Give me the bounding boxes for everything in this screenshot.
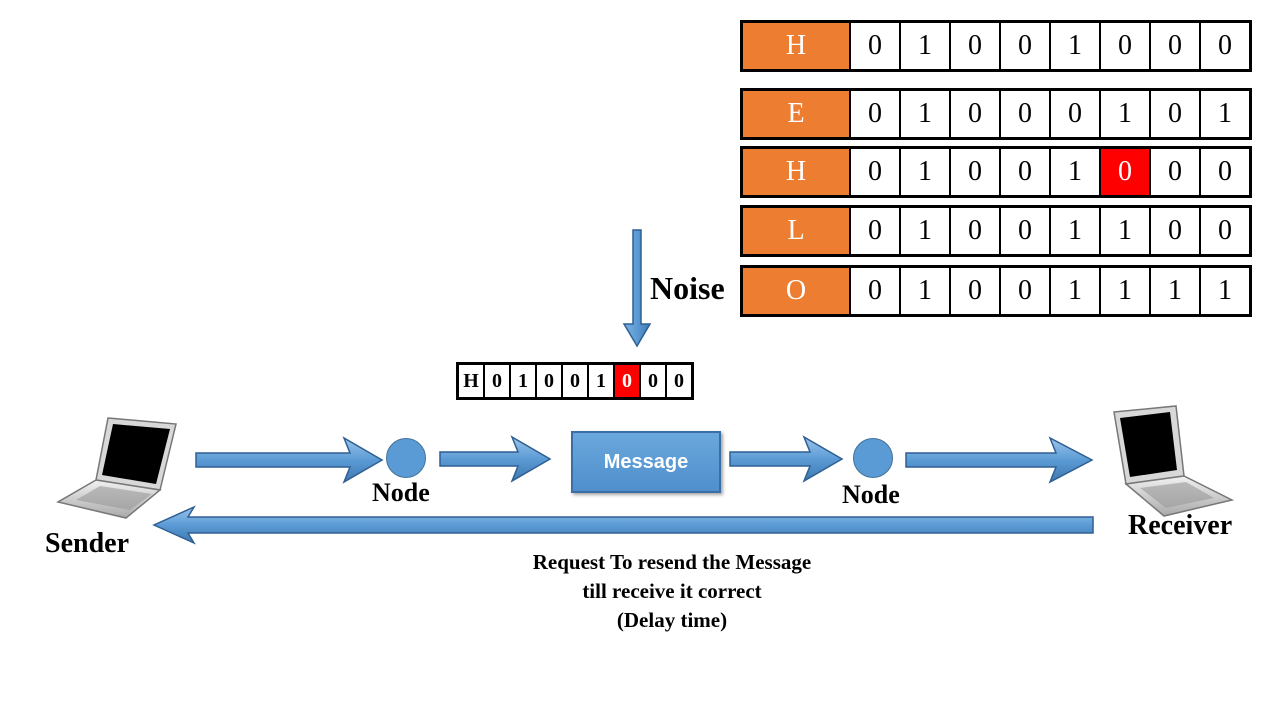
bit-cell: 0	[1149, 88, 1201, 140]
bit-cell: 1	[1199, 88, 1252, 140]
bit-cell: 0	[1099, 20, 1151, 72]
packet-bit: 0	[665, 362, 694, 400]
packet-bit: 0	[639, 362, 667, 400]
sender-label: Sender	[45, 528, 129, 559]
bit-cell: 1	[899, 146, 951, 198]
node-1-label: Node	[372, 478, 430, 507]
packet-bit: 0	[483, 362, 511, 400]
bit-cell-error: 0	[1099, 146, 1151, 198]
arrow-message-node2	[729, 435, 844, 483]
bit-cell: 0	[949, 265, 1001, 317]
resend-caption: Request To resend the Message till recei…	[460, 548, 884, 635]
bit-cell: 0	[949, 88, 1001, 140]
bit-cell: 0	[999, 146, 1051, 198]
bit-cell: 1	[1049, 146, 1101, 198]
caption-line-2: till receive it correct	[582, 579, 762, 603]
bit-cell: 1	[899, 20, 951, 72]
node-2-label: Node	[842, 480, 900, 509]
bit-cell: 0	[1199, 20, 1252, 72]
bit-cell: 0	[999, 88, 1051, 140]
bit-cell: 0	[849, 20, 901, 72]
bit-cell: 0	[999, 265, 1051, 317]
bit-cell: 0	[1199, 146, 1252, 198]
message-box: Message	[571, 431, 721, 493]
bit-cell: 0	[949, 146, 1001, 198]
bit-cell: 1	[1049, 265, 1101, 317]
bit-cell: 0	[849, 205, 901, 257]
bit-row-letter: O	[740, 265, 851, 317]
bit-cell: 0	[1199, 205, 1252, 257]
laptop-icon	[56, 417, 177, 519]
bit-row-letter: H	[740, 146, 851, 198]
bit-cell: 1	[1049, 20, 1101, 72]
node-2	[853, 438, 893, 478]
bit-cell: 1	[1149, 265, 1201, 317]
arrow-node2-receiver	[905, 436, 1094, 484]
packet-bit: 0	[535, 362, 563, 400]
packet-bit: 1	[587, 362, 615, 400]
bit-cell: 1	[1099, 265, 1151, 317]
bit-cell: 1	[1049, 205, 1101, 257]
bit-row-letter: L	[740, 205, 851, 257]
bit-cell: 0	[1149, 146, 1201, 198]
bit-cell: 0	[849, 146, 901, 198]
bit-cell: 0	[1149, 205, 1201, 257]
packet-bit-error: 0	[613, 362, 641, 400]
arrow-receiver-sender	[152, 505, 1094, 545]
packet-bit: 0	[561, 362, 589, 400]
arrow-node1-message	[439, 435, 552, 483]
bit-cell: 0	[999, 20, 1051, 72]
bit-cell: 1	[1199, 265, 1252, 317]
node-1	[386, 438, 426, 478]
bit-row-letter: E	[740, 88, 851, 140]
bit-cell: 1	[899, 265, 951, 317]
noise-label: Noise	[650, 270, 725, 306]
bit-cell: 0	[949, 205, 1001, 257]
bit-cell: 0	[1049, 88, 1101, 140]
bit-row-letter: H	[740, 20, 851, 72]
arrow-sender-node1	[195, 436, 384, 484]
bit-cell: 1	[1099, 88, 1151, 140]
bit-cell: 0	[849, 265, 901, 317]
bit-cell: 0	[999, 205, 1051, 257]
bit-cell: 0	[849, 88, 901, 140]
bit-cell: 0	[949, 20, 1001, 72]
laptop-icon	[1113, 405, 1235, 517]
bit-cell: 1	[1099, 205, 1151, 257]
noise-arrow	[622, 229, 652, 348]
bit-cell: 1	[899, 205, 951, 257]
bit-cell: 1	[899, 88, 951, 140]
receiver-label: Receiver	[1128, 510, 1233, 541]
caption-line-1: Request To resend the Message	[532, 550, 812, 574]
bit-cell: 0	[1149, 20, 1201, 72]
packet-bit: 1	[509, 362, 537, 400]
packet-letter-cell: H	[456, 362, 485, 400]
caption-line-3: (Delay time)	[616, 608, 728, 632]
